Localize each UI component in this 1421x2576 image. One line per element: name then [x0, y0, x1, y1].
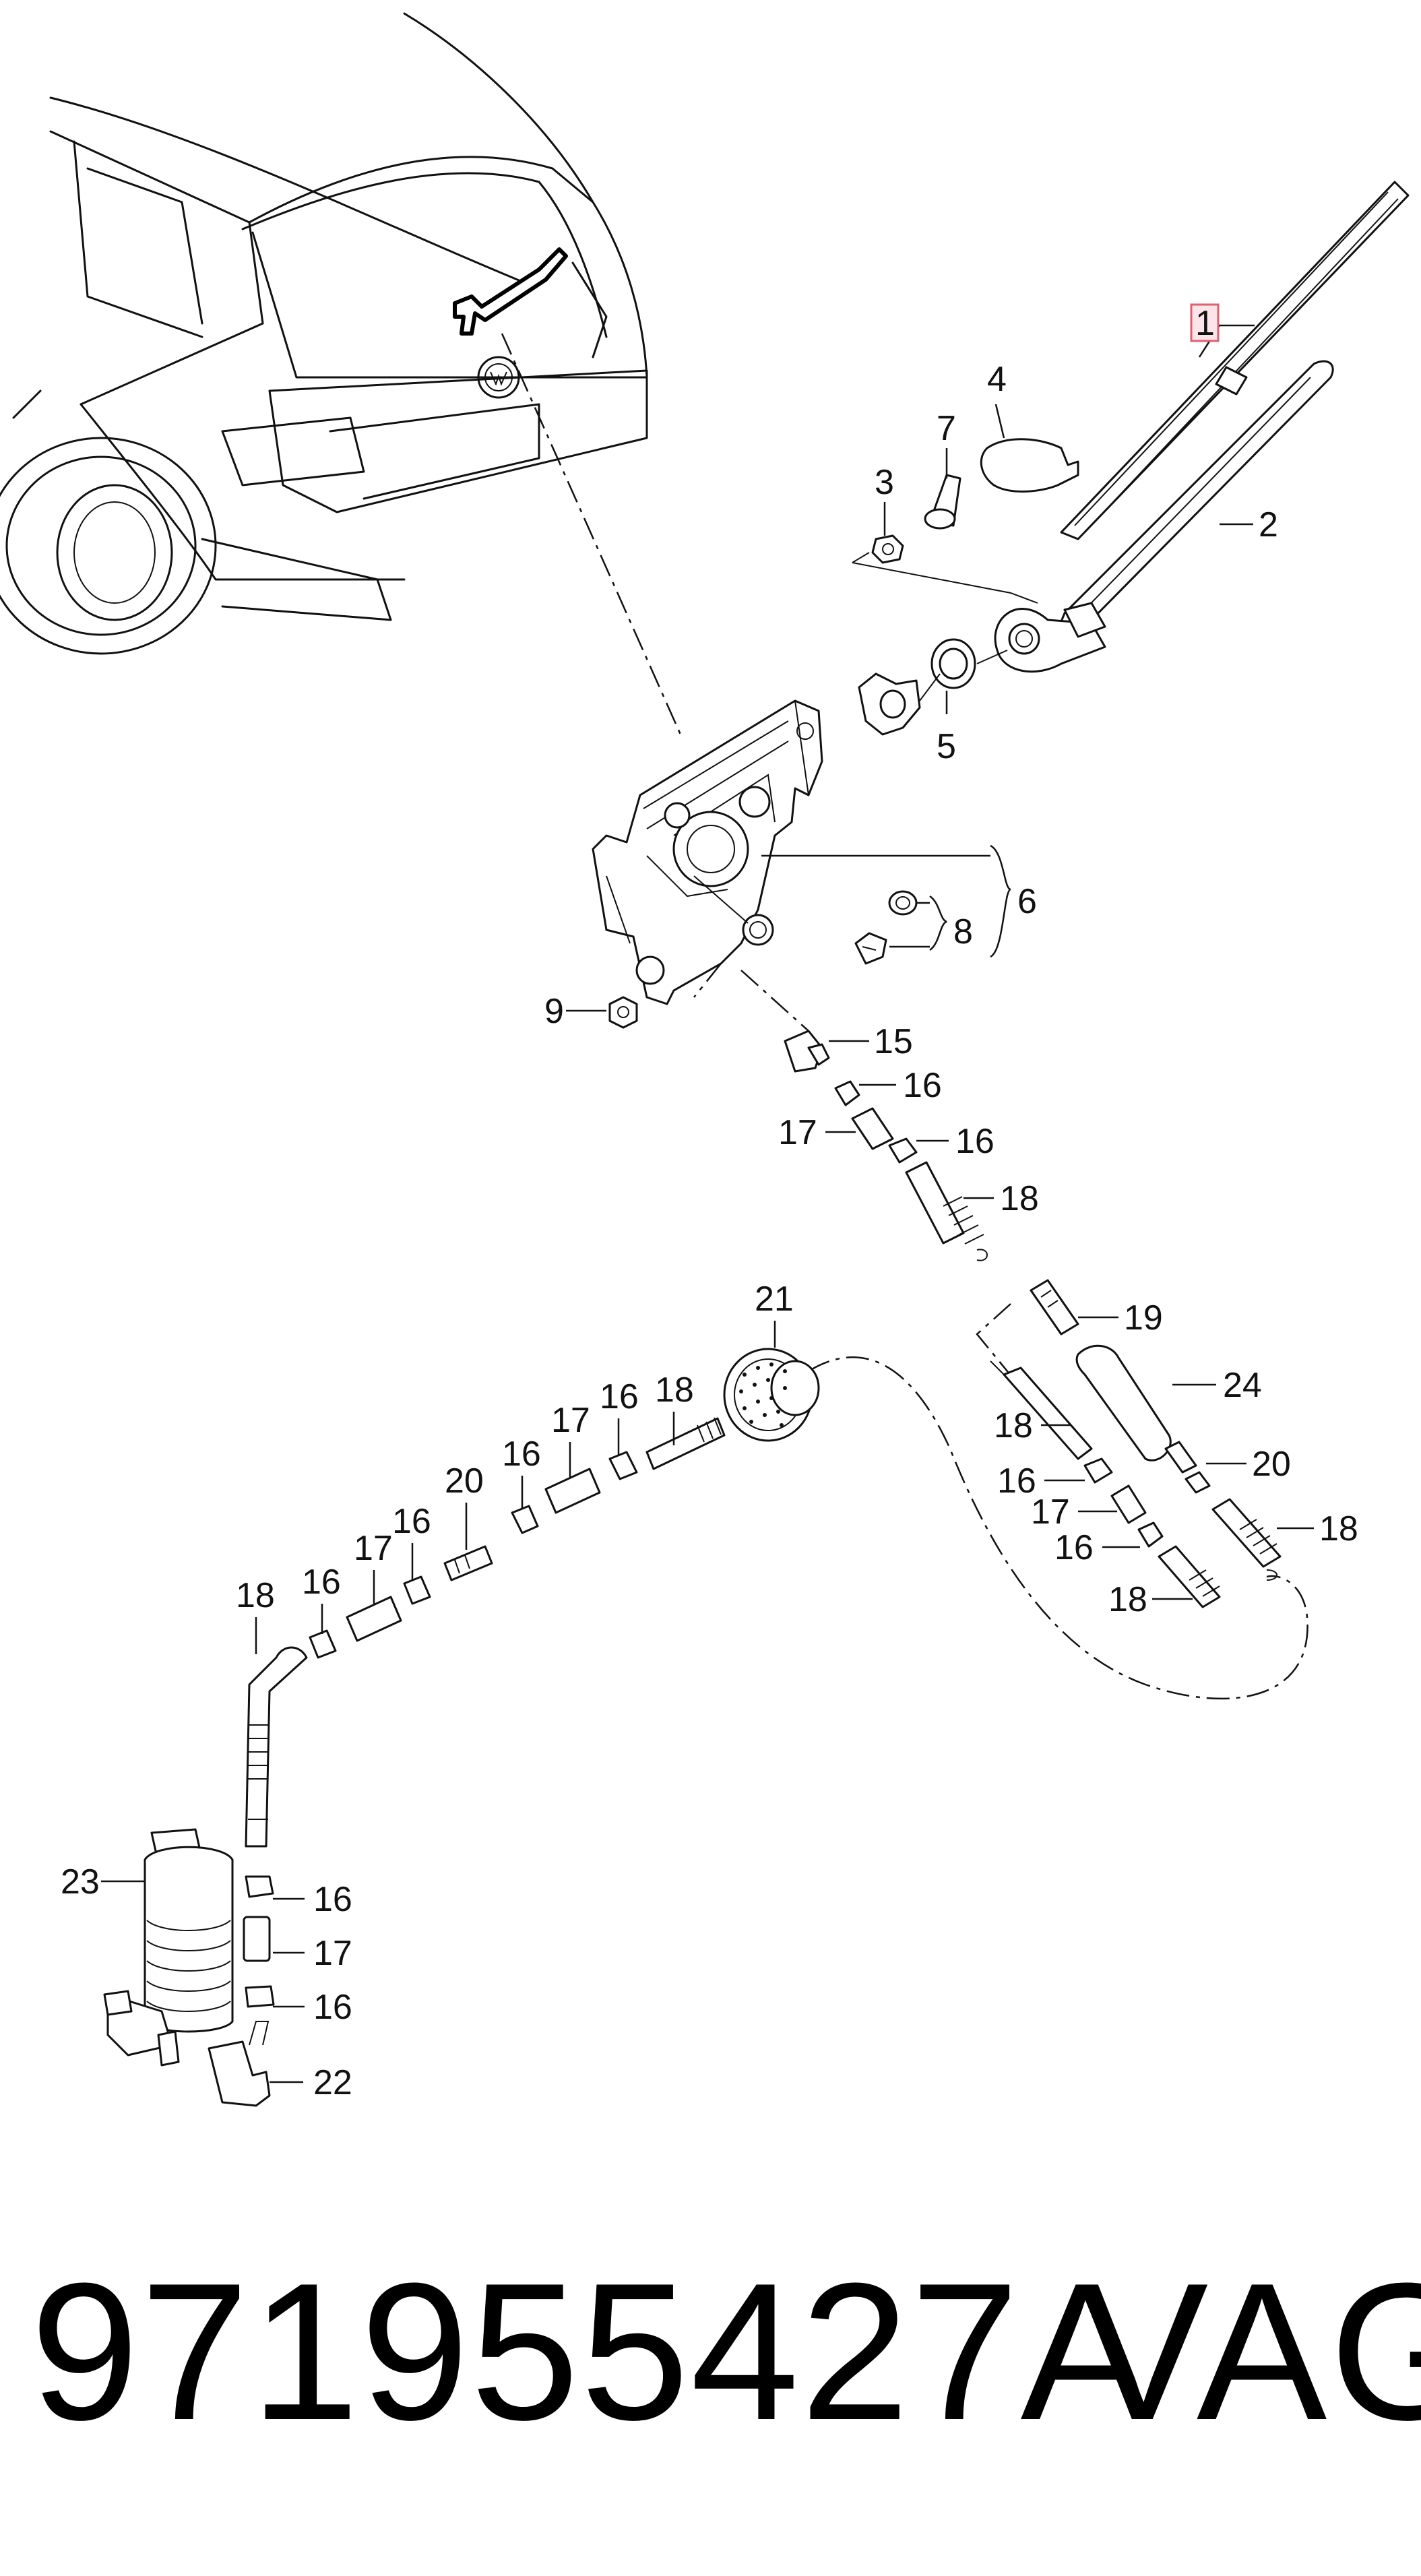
- highlight-box: [1190, 303, 1220, 342]
- callout-7: 7: [937, 409, 956, 448]
- callout-16: 16: [313, 1988, 352, 2027]
- callout-5: 5: [937, 727, 956, 766]
- callout-18: 18: [1108, 1580, 1147, 1619]
- callout-labels: 1 2 3 4 7 5 6 8 9 15 16 17 16 18 19 21 2…: [61, 304, 1358, 2102]
- part-number: 971955427A: [30, 2242, 1152, 2461]
- callout-16: 16: [1054, 1528, 1094, 1567]
- callout-16: 16: [903, 1066, 942, 1105]
- callout-16: 16: [997, 1462, 1036, 1501]
- callout-20: 20: [445, 1462, 484, 1501]
- callout-17: 17: [313, 1934, 352, 1973]
- callout-17: 17: [354, 1529, 393, 1568]
- callout-16: 16: [313, 1880, 352, 1919]
- washer-hose-system: [103, 1030, 1308, 2107]
- callout-22: 22: [313, 2063, 352, 2102]
- callout-24: 24: [1223, 1366, 1262, 1405]
- callout-18: 18: [1319, 1509, 1358, 1548]
- wiper-motor-drawing: [592, 699, 918, 1032]
- callout-18: 18: [655, 1371, 694, 1410]
- callout-18: 18: [994, 1406, 1033, 1445]
- callout-3: 3: [875, 463, 894, 502]
- vehicle-rear-drawing: [0, 12, 682, 735]
- callout-9: 9: [544, 992, 564, 1031]
- callout-17: 17: [551, 1401, 590, 1440]
- callout-1: 1: [1195, 304, 1215, 343]
- callout-16: 16: [955, 1122, 994, 1161]
- callout-2: 2: [1259, 505, 1278, 544]
- callout-19: 19: [1124, 1298, 1163, 1338]
- callout-15: 15: [874, 1022, 913, 1061]
- callout-18: 18: [1000, 1179, 1039, 1218]
- callout-16: 16: [502, 1435, 541, 1474]
- callout-23: 23: [61, 1862, 100, 1902]
- callout-6: 6: [1017, 882, 1037, 921]
- leader-lines: [101, 324, 1314, 2083]
- wiper-arm-assembly: [852, 181, 1410, 736]
- callout-4: 4: [987, 360, 1007, 399]
- callout-21: 21: [755, 1280, 794, 1319]
- callout-16: 16: [600, 1377, 639, 1416]
- callout-16: 16: [392, 1502, 431, 1541]
- brand-name: VAG: [1078, 2242, 1421, 2461]
- callout-8: 8: [953, 912, 973, 951]
- callout-18: 18: [236, 1576, 275, 1615]
- callout-17: 17: [778, 1113, 817, 1152]
- callout-20: 20: [1252, 1445, 1291, 1484]
- callout-16: 16: [302, 1563, 341, 1602]
- callout-17: 17: [1031, 1493, 1070, 1532]
